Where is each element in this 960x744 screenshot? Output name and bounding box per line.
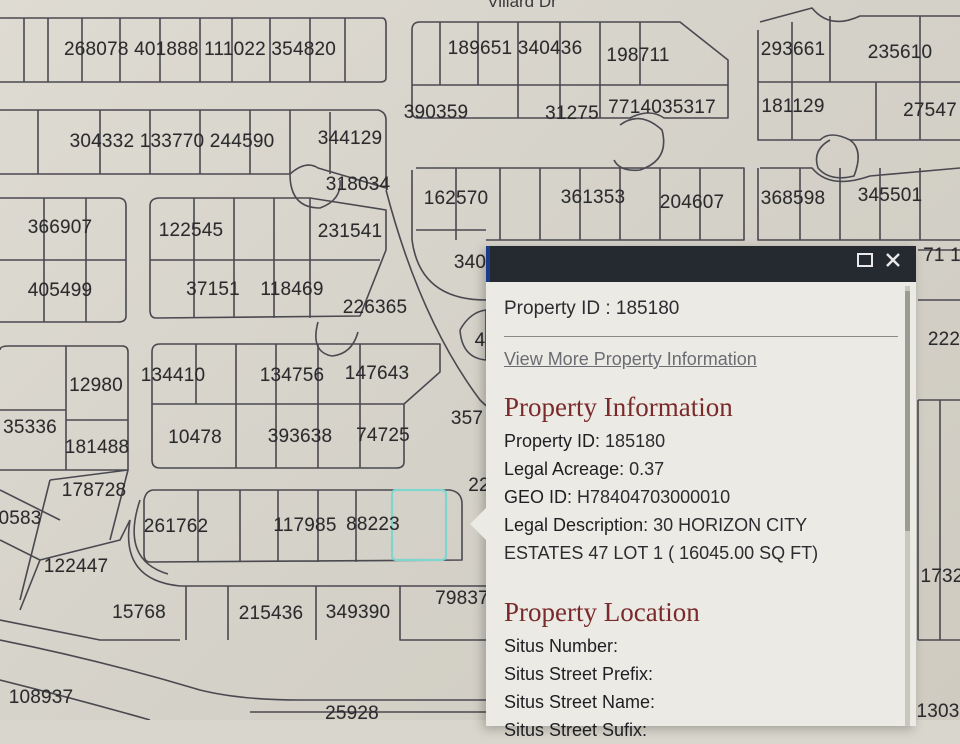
info-value: 0.37 <box>629 459 665 479</box>
parcel-label[interactable]: 0583 <box>0 508 42 529</box>
popup-pointer <box>470 508 486 540</box>
parcel-label[interactable]: 293661 <box>760 39 826 60</box>
info-row-legal-description: Legal Description: 30 HORIZON CITY <box>504 511 898 539</box>
parcel-label[interactable]: 12980 <box>69 375 123 396</box>
parcel-label[interactable]: 189651 340436 <box>447 38 583 59</box>
parcel-lines <box>0 7 960 720</box>
parcel-label[interactable]: 134756 <box>259 365 325 386</box>
parcel-label[interactable]: 31275 <box>545 103 599 124</box>
popup-titlebar[interactable] <box>486 246 916 282</box>
parcel-label[interactable]: 22 <box>468 475 490 496</box>
info-value: 185180 <box>605 431 666 451</box>
parcel-label[interactable]: 134410 <box>140 365 206 386</box>
parcel-label[interactable]: 122447 <box>43 556 109 577</box>
parcel-label[interactable]: 4 <box>474 330 486 351</box>
property-id-heading: Property ID : 185180 <box>504 298 680 319</box>
location-label: Situs Number: <box>504 636 619 656</box>
parcel-label[interactable]: 71 1 <box>923 245 960 266</box>
parcel-label[interactable]: 37151 <box>186 279 240 300</box>
parcel-label[interactable]: 1303 <box>916 701 960 722</box>
street-label: Villard Dr <box>487 0 557 11</box>
info-value: 30 HORIZON CITY <box>653 515 808 535</box>
parcel-label[interactable]: 117985 <box>273 515 337 536</box>
info-label: Legal Acreage: <box>504 459 625 479</box>
location-row-street-prefix: Situs Street Prefix: <box>504 660 898 688</box>
parcel-label[interactable]: 235610 <box>867 42 933 63</box>
parcel-label[interactable]: 366907 <box>27 217 93 238</box>
parcel-label[interactable]: 226365 <box>342 297 408 318</box>
location-row-street-sufix: Situs Street Sufix: <box>504 716 898 744</box>
parcel-label[interactable]: 357 <box>450 408 484 429</box>
legal-description-continued: ESTATES 47 LOT 1 ( 16045.00 SQ FT) <box>504 543 819 563</box>
parcel-label[interactable]: 122545 <box>158 220 224 241</box>
parcel-label[interactable]: 7714035317 <box>608 97 716 118</box>
location-label: Situs Street Name: <box>504 692 656 712</box>
info-row-property-id: Property ID: 185180 <box>504 427 898 455</box>
parcel-label[interactable]: 118469 <box>260 279 324 300</box>
popup-scroll-thumb[interactable] <box>905 291 910 531</box>
view-more-link[interactable]: View More Property Information <box>504 349 757 369</box>
parcel-label[interactable]: 393638 <box>267 426 333 447</box>
maximize-icon[interactable] <box>854 251 876 273</box>
parcel-label[interactable]: 304332 133770 244590 <box>69 131 275 152</box>
info-value: H78404703000010 <box>577 487 731 507</box>
parcel-label[interactable]: 147643 <box>344 363 410 384</box>
parcel-label[interactable]: 231541 <box>317 221 383 242</box>
info-row-legal-acreage: Legal Acreage: 0.37 <box>504 455 898 483</box>
parcel-label[interactable]: 181488 <box>64 437 130 458</box>
parcel-label[interactable]: 204607 <box>659 192 725 213</box>
close-icon[interactable] <box>882 251 904 273</box>
parcel-label[interactable]: 178728 <box>61 480 127 501</box>
parcel-label[interactable]: 215436 <box>238 603 304 624</box>
info-row-geo-id: GEO ID: H78404703000010 <box>504 483 898 511</box>
parcel-label[interactable]: 108937 <box>8 687 74 708</box>
parcel-label[interactable]: 10478 <box>168 427 222 448</box>
parcel-label[interactable]: 181129 <box>761 96 825 117</box>
info-label: Property ID: <box>504 431 601 451</box>
property-location-title: Property Location <box>504 597 700 627</box>
property-popup[interactable]: Property ID : 185180 View More Property … <box>470 246 916 740</box>
parcel-label[interactable]: 390359 <box>403 102 469 123</box>
info-label: GEO ID: <box>504 487 573 507</box>
parcel-label[interactable]: 88223 <box>346 514 400 535</box>
parcel-label[interactable]: 261762 <box>143 516 209 537</box>
parcel-label[interactable]: 349390 <box>325 602 391 623</box>
parcel-label[interactable]: 340 <box>453 252 487 273</box>
popup-body: Property ID : 185180 View More Property … <box>486 298 916 744</box>
info-label: Legal Description: <box>504 515 649 535</box>
property-information-title: Property Information <box>504 392 733 422</box>
selected-parcel-outline[interactable] <box>390 488 448 562</box>
parcel-label[interactable]: 162570 <box>423 188 489 209</box>
parcel-label[interactable]: 35336 <box>3 417 57 438</box>
location-label: Situs Street Sufix: <box>504 720 648 740</box>
parcel-label[interactable]: 198711 <box>606 45 670 66</box>
parcel-label[interactable]: 25928 <box>325 703 379 724</box>
parcel-label[interactable]: 345501 <box>857 185 923 206</box>
parcel-label[interactable]: 1732 <box>920 566 960 587</box>
parcel-label[interactable]: 344129 <box>317 128 383 149</box>
parcel-label[interactable]: 318034 <box>325 174 391 195</box>
parcel-label[interactable]: 15768 <box>112 602 166 623</box>
popup-divider <box>504 336 898 337</box>
location-row-street-name: Situs Street Name: <box>504 688 898 716</box>
parcel-label[interactable]: 27547 <box>903 100 957 121</box>
location-row-situs-number: Situs Number: <box>504 632 898 660</box>
parcel-label[interactable]: 268078 401888 111022 354820 <box>63 39 337 60</box>
parcel-label[interactable]: 222 <box>927 329 960 350</box>
parcel-label[interactable]: 74725 <box>356 425 410 446</box>
parcel-label[interactable]: 368598 <box>760 188 826 209</box>
location-label: Situs Street Prefix: <box>504 664 654 684</box>
parcel-label[interactable]: 79837 <box>435 588 489 609</box>
parcel-label[interactable]: 361353 <box>560 187 626 208</box>
parcel-label[interactable]: 405499 <box>27 280 93 301</box>
